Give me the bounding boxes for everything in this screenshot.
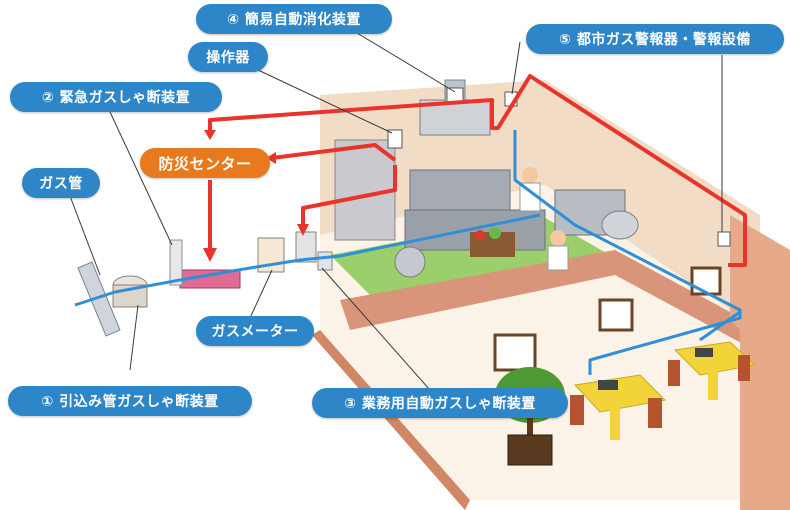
gas-lines	[74, 130, 742, 375]
label-commercial-shutoff: ③ 業務用自動ガスしゃ断装置	[312, 388, 568, 418]
label-gas-pipe: ガス管	[22, 168, 100, 198]
leader-commercial	[321, 267, 431, 391]
gas-pipe-tube	[77, 261, 121, 337]
commercial-shutoff-valve	[317, 251, 333, 271]
chair-1	[570, 395, 584, 425]
gas-line-dining	[699, 310, 741, 342]
plant-stem	[527, 400, 533, 440]
plant-pot	[507, 434, 553, 466]
label-controller: 操作器	[188, 42, 268, 72]
leader-alarm-1	[511, 41, 521, 95]
kitchen	[334, 79, 731, 278]
stove	[409, 169, 511, 216]
front-wall-edge	[312, 330, 470, 510]
wall-picture-3	[690, 266, 722, 296]
wall-picture-1	[493, 333, 537, 372]
partition-wall	[340, 250, 745, 345]
gas-meter-2	[295, 231, 317, 263]
table-1	[573, 374, 667, 413]
cabbage	[489, 227, 501, 239]
back-wall	[320, 80, 760, 330]
signal-line-controller	[301, 165, 397, 226]
emergency-shutoff-pipe	[169, 239, 183, 286]
chef-2-head	[550, 230, 566, 246]
rice-cooker	[601, 210, 639, 240]
arrow-to-center-right	[266, 152, 276, 164]
leader-service	[129, 304, 139, 371]
chair-4	[738, 355, 750, 381]
controller-box	[387, 129, 403, 149]
gas-line-kitchen	[513, 130, 742, 375]
wall-picture-2	[598, 298, 634, 332]
pot	[394, 246, 426, 278]
alarm-dining	[717, 231, 731, 247]
signal-line-top	[208, 74, 747, 267]
leader-lines	[69, 29, 723, 391]
label-service-shutoff: ① 引込み管ガスしゃ断装置	[8, 386, 252, 416]
tomato	[475, 230, 485, 240]
table-device-1	[598, 380, 618, 390]
arrow-to-shutoff	[203, 248, 217, 262]
chair-3	[668, 360, 680, 386]
extinguisher-nozzle	[446, 87, 464, 103]
label-emergency-shutoff: ② 緊急ガスしゃ断装置	[10, 82, 222, 112]
table-device-2	[695, 348, 713, 357]
label-disaster-center: 防災センター	[140, 148, 270, 178]
leader-controller	[257, 69, 393, 134]
chef-1-head	[522, 167, 538, 183]
leader-extinguisher	[351, 29, 456, 93]
leader-emergency	[109, 111, 173, 246]
label-alarm: ⑤ 都市ガス警報器・警報設備	[526, 24, 784, 54]
arrow-to-commercial	[297, 224, 309, 236]
table-2-leg	[708, 370, 718, 400]
chair-2	[648, 398, 662, 428]
label-extinguisher: ④ 簡易自動消化装置	[196, 4, 392, 34]
label-gas-meter: ガスメーター	[196, 316, 314, 346]
signal-line-kitchen	[271, 143, 397, 162]
arrow-to-center	[204, 130, 216, 140]
signal-lines	[203, 74, 747, 267]
leader-gas-pipe	[69, 195, 101, 276]
leader-meter	[249, 269, 273, 319]
chef-2-body	[547, 245, 569, 271]
side-wall-top	[730, 215, 790, 510]
gas-line-main	[74, 213, 541, 307]
table-1-leg	[610, 405, 620, 440]
